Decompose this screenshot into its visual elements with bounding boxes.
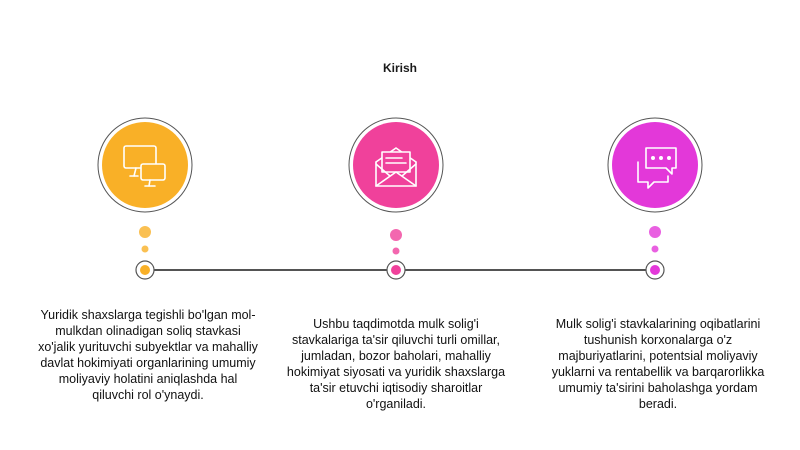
step-3-ring xyxy=(607,117,703,213)
step-1-dot-large xyxy=(139,226,151,238)
step-2 xyxy=(348,117,444,280)
step-2-dot-small xyxy=(392,247,400,255)
step-2-node xyxy=(391,265,401,275)
step-1-ring xyxy=(97,117,193,213)
step-3-dot-small xyxy=(651,245,659,253)
step-1-node xyxy=(140,265,150,275)
step-3-description: Mulk solig'i stavkalarining oqibatlarini… xyxy=(551,317,765,411)
step-1-description: Yuridik shaxslarga tegishli bo'lgan mol-… xyxy=(38,308,258,402)
chat-bubbles-icon xyxy=(637,147,677,189)
step-2-dot-large xyxy=(390,229,402,241)
step-2-description: Ushbu taqdimotda mulk solig'i stavkalari… xyxy=(286,317,506,411)
step-2-ring xyxy=(348,117,444,213)
step-1 xyxy=(97,117,193,280)
step-3 xyxy=(607,117,703,280)
open-envelope-icon xyxy=(375,147,417,187)
step-1-dot-small xyxy=(141,245,149,253)
step-3-node xyxy=(650,265,660,275)
page-title: Kirish xyxy=(382,61,417,75)
computer-monitors-icon xyxy=(123,145,166,187)
step-3-dot-large xyxy=(649,226,661,238)
